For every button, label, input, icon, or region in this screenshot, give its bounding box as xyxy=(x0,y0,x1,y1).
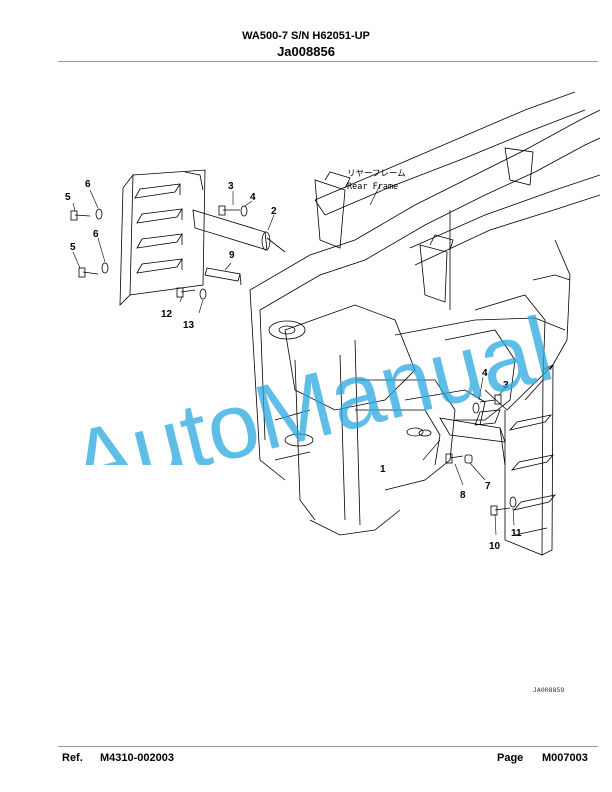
parts-diagram: リヤーフレーム Rear Frame 1 2 3 3 4 4 5 5 6 6 7… xyxy=(65,91,600,694)
page-label: Page xyxy=(497,752,524,764)
leader-lines xyxy=(72,184,515,536)
callout-13: 13 xyxy=(183,320,195,331)
left-step-assembly xyxy=(119,169,206,306)
plate-bracket-9 xyxy=(204,267,242,286)
rear-frame xyxy=(249,91,600,536)
callout-2: 2 xyxy=(271,206,277,217)
callout-3-left: 3 xyxy=(228,181,234,192)
callout-7: 7 xyxy=(485,481,491,492)
right-step-assembly xyxy=(484,364,557,556)
rear-frame-label-jp: リヤーフレーム xyxy=(347,169,406,179)
drawing-ref-code: JA008859 xyxy=(533,686,564,694)
model-serial-title: WA500-7 S/N H62051-UP xyxy=(242,30,370,42)
illustration-id: Ja008856 xyxy=(277,44,335,59)
ref-value: M4310-002003 xyxy=(100,752,175,764)
callout-4-right: 4 xyxy=(482,368,488,379)
header-divider xyxy=(58,61,598,62)
rear-frame-label-en: Rear Frame xyxy=(347,182,398,192)
callout-12: 12 xyxy=(161,309,173,320)
callout-8: 8 xyxy=(460,490,466,501)
callout-1: 1 xyxy=(380,464,386,475)
right-fasteners xyxy=(445,394,517,516)
footer-divider xyxy=(58,746,598,747)
ref-label: Ref. xyxy=(62,752,83,764)
step-bracket-1 xyxy=(418,409,506,466)
callout-10: 10 xyxy=(489,541,501,552)
callout-9: 9 xyxy=(229,250,235,261)
tube-bracket-2 xyxy=(192,209,286,253)
callout-6-bottom: 6 xyxy=(93,229,99,240)
callout-11: 11 xyxy=(511,528,522,539)
callout-5-top: 5 xyxy=(65,192,71,203)
left-fasteners xyxy=(70,205,248,300)
page-value: M007003 xyxy=(542,752,588,764)
callout-4-left: 4 xyxy=(250,192,256,203)
callout-6-top: 6 xyxy=(85,179,91,190)
callout-3-right: 3 xyxy=(503,380,509,391)
callout-5-bottom: 5 xyxy=(70,242,76,253)
